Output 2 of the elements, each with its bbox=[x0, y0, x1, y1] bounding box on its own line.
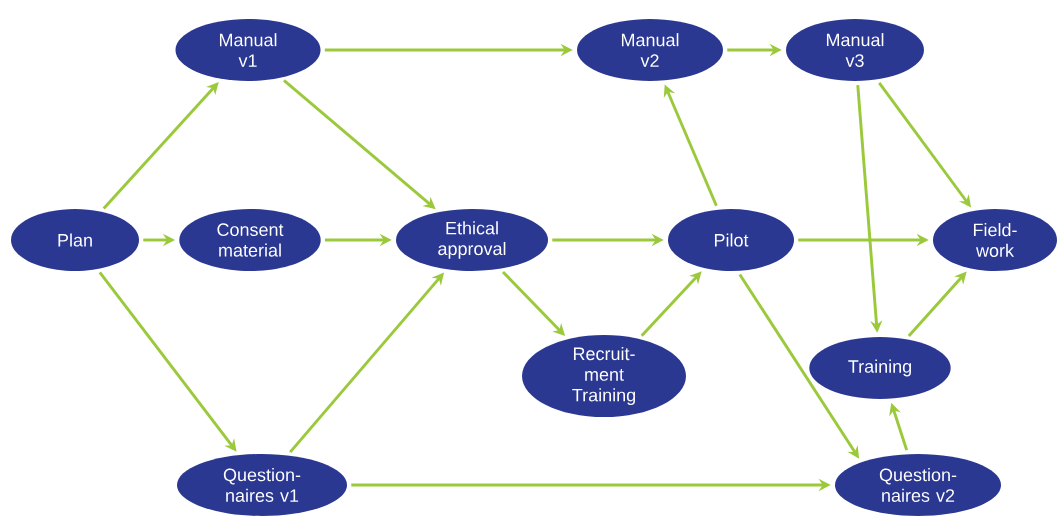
arrow bbox=[102, 82, 219, 210]
arrow bbox=[640, 271, 702, 337]
